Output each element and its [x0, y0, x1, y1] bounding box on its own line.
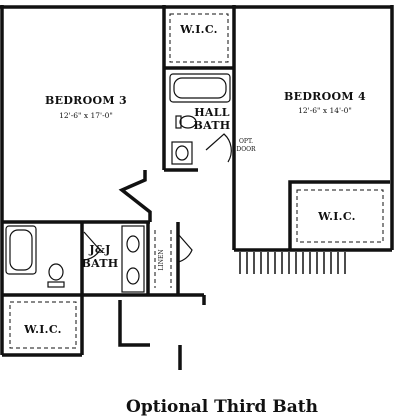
jj-bathtub	[5, 225, 37, 275]
jj-bath-label-line1: J&J	[88, 243, 110, 256]
hall-bath-door	[205, 133, 232, 163]
jj-bath-door	[83, 231, 101, 261]
jj-toilet	[48, 263, 64, 281]
hall-bath-label-line1: HALL	[194, 106, 230, 119]
plan-caption: Optional Third Bath	[126, 397, 318, 417]
opt-door-label-line1: OPT.	[239, 138, 253, 145]
wic-bottom-label: W.I.C.	[23, 323, 62, 336]
closet-shelves	[9, 13, 384, 349]
bedroom-3-label: BEDROOM 3	[45, 94, 127, 107]
opt-door-label-line2: DOOR	[236, 146, 256, 153]
wic-top-label: W.I.C.	[179, 23, 218, 36]
hall-bathtub	[169, 73, 231, 103]
linen-label: LINEN	[158, 249, 165, 270]
hall-sink	[171, 141, 193, 165]
jj-vanity	[121, 225, 145, 293]
jj-bath-label-line2: BATH	[81, 257, 118, 270]
linen-door	[177, 233, 193, 263]
fixtures	[5, 73, 232, 293]
hall-bath-label-line2: BATH	[193, 119, 230, 132]
bedroom-4-label: BEDROOM 4	[284, 90, 366, 103]
stairs	[239, 252, 346, 274]
bedroom-4-dimensions: 12'-6" x 14'-0"	[298, 106, 352, 115]
hall-toilet	[179, 115, 197, 129]
bedroom-3-dimensions: 12'-6" x 17'-0"	[59, 111, 113, 120]
walls	[0, 5, 394, 370]
wic-right-label: W.I.C.	[317, 210, 356, 223]
